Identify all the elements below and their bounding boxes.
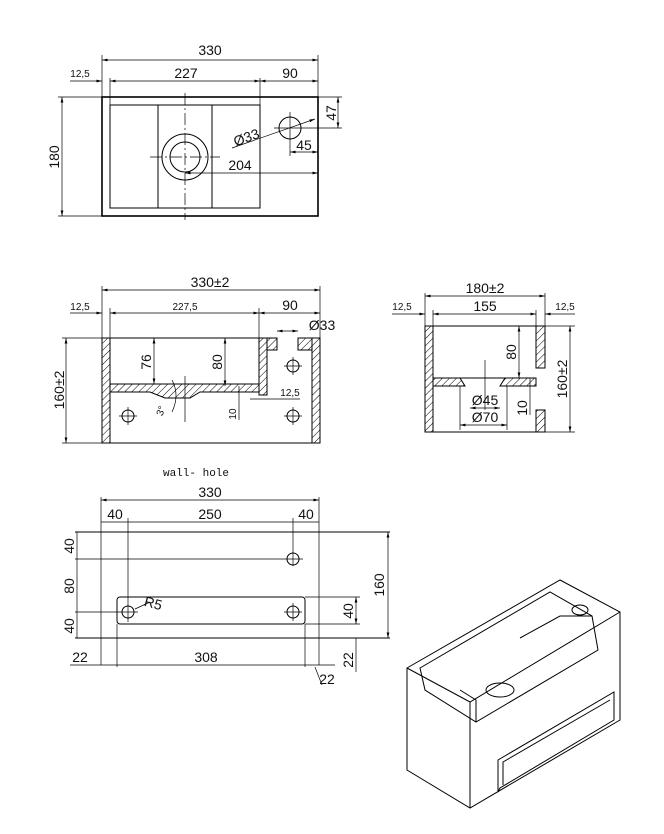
dim-slot-left: 22 bbox=[72, 649, 88, 665]
dim-wall-right: 12,5 bbox=[555, 302, 575, 313]
isometric-view bbox=[406, 579, 621, 809]
dim-bottom-offset: 40 bbox=[61, 618, 77, 634]
dim-floor: 10 bbox=[228, 408, 239, 420]
wall-hole-view: wall- hole 330 40 250 40 40 80 40 160 40… bbox=[61, 468, 390, 687]
dim-depth: 80 bbox=[503, 344, 519, 360]
dim-slope: 3° bbox=[155, 405, 169, 418]
top-outline bbox=[101, 96, 319, 217]
dim-depth-right: 80 bbox=[209, 354, 225, 370]
dim-margin: 12,5 bbox=[70, 302, 90, 313]
dim-tap-zone: 90 bbox=[282, 297, 298, 313]
wall-hole-caption: wall- hole bbox=[163, 468, 229, 480]
dim-slot-height: 40 bbox=[340, 603, 356, 619]
dim-slot-width: 308 bbox=[194, 649, 218, 665]
dim-width: 330±2 bbox=[191, 274, 230, 290]
dim-depth: 180 bbox=[46, 145, 62, 169]
dim-slot-bottom: 22 bbox=[340, 652, 356, 668]
dim-edge-right: 40 bbox=[298, 506, 314, 522]
dim-wall: 12,5 bbox=[280, 388, 300, 399]
side-section: 180±2 155 12,5 12,5 80 10 160±2 Ø45 Ø70 bbox=[392, 280, 575, 433]
dim-height: 160 bbox=[371, 573, 387, 597]
dim-width: 330 bbox=[198, 484, 222, 500]
dim-top-offset: 40 bbox=[61, 538, 77, 554]
dim-tap-zone: 90 bbox=[282, 65, 298, 81]
dim-drain: 204 bbox=[228, 157, 252, 173]
dim-vertical-spacing: 80 bbox=[61, 578, 77, 594]
dim-drain-inner: Ø45 bbox=[472, 392, 499, 408]
tap-hole-icon bbox=[571, 604, 589, 616]
mount-hole-icon bbox=[284, 407, 302, 425]
dim-inner-width: 155 bbox=[473, 298, 497, 314]
dim-drain-outer: Ø70 bbox=[472, 409, 499, 425]
dim-basin-width: 227 bbox=[174, 65, 198, 81]
mounting-slot bbox=[116, 596, 306, 625]
dim-inner-width: 227,5 bbox=[172, 302, 197, 313]
dim-hole-spacing: 250 bbox=[198, 506, 222, 522]
mount-hole-icon bbox=[284, 357, 302, 375]
wall-hole-icon bbox=[121, 605, 135, 619]
dim-tap-x: 45 bbox=[296, 137, 312, 153]
dim-tap-y: 47 bbox=[323, 105, 339, 121]
wall-hole-icon bbox=[284, 603, 302, 621]
top-view: 330 12,5 227 90 180 47 45 204 Ø33 bbox=[46, 42, 342, 220]
dim-width: 330 bbox=[198, 42, 222, 58]
dim-width: 180±2 bbox=[466, 280, 505, 296]
wall-hole-icon bbox=[286, 552, 300, 566]
dim-tap-diameter: Ø33 bbox=[231, 125, 262, 149]
dim-wall-left: 12,5 bbox=[392, 302, 412, 313]
dim-height: 160±2 bbox=[554, 359, 570, 398]
dim-height: 160±2 bbox=[51, 370, 67, 409]
dim-radius: R5 bbox=[143, 593, 165, 613]
dim-floor: 10 bbox=[514, 400, 530, 416]
dim-margin: 12,5 bbox=[70, 69, 90, 80]
dim-slot-right: 22 bbox=[319, 671, 335, 687]
mount-hole-icon bbox=[119, 407, 137, 425]
dim-tap-hole: Ø33 bbox=[309, 317, 336, 333]
front-section: 330±2 12,5 227,5 90 Ø33 160±2 76 80 3° 1… bbox=[51, 274, 336, 444]
dim-depth-left: 76 bbox=[138, 354, 154, 370]
dim-edge-left: 40 bbox=[107, 506, 123, 522]
